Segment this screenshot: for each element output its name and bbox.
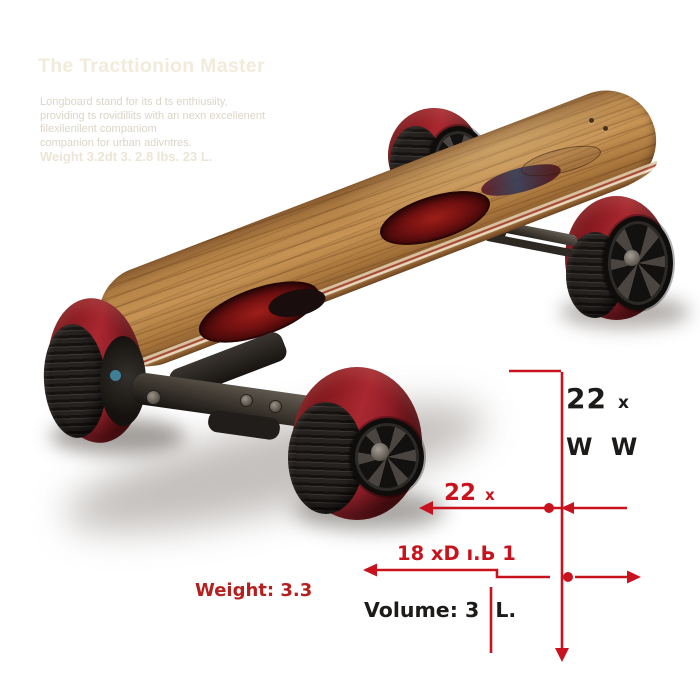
- weight-label: Weight: 3.3: [195, 580, 313, 601]
- depth-dim-label: 18 xD ı.Ь 1: [397, 542, 516, 565]
- deck-bolt: [603, 126, 608, 131]
- left-arrowhead-icon: [363, 563, 377, 577]
- width-unit: x: [485, 486, 495, 504]
- volume-value: Volume: 3: [364, 598, 480, 622]
- width-dim-label: 22 x: [444, 480, 495, 506]
- height-sub-label: W W: [566, 433, 643, 461]
- right-arrowhead-icon: [627, 570, 641, 584]
- width-value: 22: [444, 480, 477, 506]
- depth-dim-line: [365, 568, 550, 579]
- truck-bolt: [269, 400, 282, 413]
- volume-unit: L.: [495, 598, 517, 622]
- volume-label: Volume: 3 L.: [364, 598, 516, 622]
- product-description: Longboard stand for its d ts enthiusiity…: [40, 96, 265, 150]
- deck-bolt: [589, 118, 594, 123]
- axle-nut: [146, 390, 161, 405]
- description-line: providing ts rovidillits with an nexn ex…: [40, 109, 266, 122]
- dim-dot: [544, 503, 554, 513]
- height-unit: x: [617, 393, 629, 413]
- dim-dot: [563, 572, 573, 582]
- rear-right-hub-cap: [624, 250, 640, 266]
- down-arrowhead-icon: [555, 648, 569, 662]
- product-spec-line: Weight 3.2dt 3. 2.8 lbs. 23 L.: [40, 149, 213, 164]
- left-arrowhead-icon: [419, 501, 433, 515]
- description-line: companion for urban adivntres.: [40, 136, 192, 149]
- description-line: Longboard stand for its d ts enthiusiity…: [40, 96, 228, 108]
- front-right-hub-cap: [371, 443, 389, 461]
- height-dim-label: 22 x: [566, 382, 629, 415]
- left-arrowhead-icon: [561, 502, 574, 514]
- height-value: 22: [566, 382, 607, 415]
- front-left-bearing: [110, 370, 121, 381]
- description-line: filexilenilent companiom: [40, 123, 157, 135]
- product-title: The Tracttionion Master: [38, 55, 265, 77]
- truck-bolt: [240, 394, 253, 407]
- front-right-wheel-tread: [288, 402, 364, 514]
